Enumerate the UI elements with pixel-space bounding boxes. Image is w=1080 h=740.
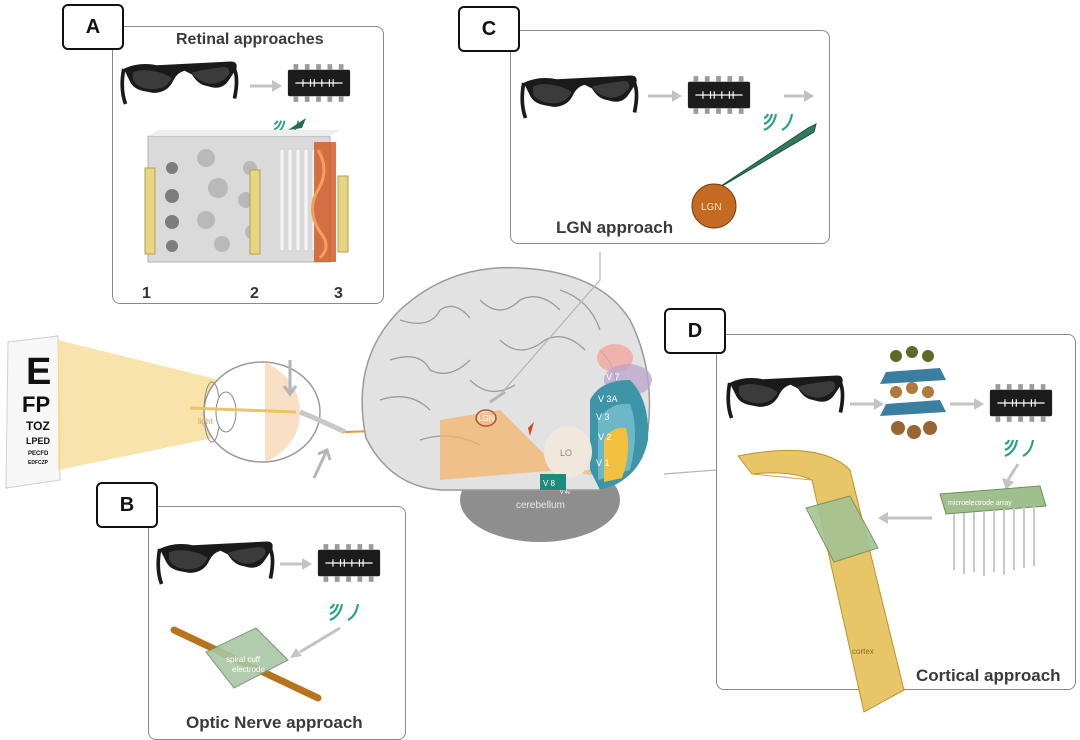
wireless-signal-icon (1003, 438, 1035, 458)
panel-a-title: Retinal approaches (176, 31, 324, 48)
depth-electrode (711, 123, 817, 193)
retinal-site-3: 3 (334, 285, 343, 302)
light-beam (58, 340, 300, 470)
panel-lgn (510, 30, 830, 244)
brain-label-v8: V 8 (543, 479, 556, 488)
eye-chart-row-3: TOZ (26, 419, 50, 433)
neural-network-model (880, 346, 946, 439)
panel-b-title: Optic Nerve approach (186, 713, 363, 732)
brain-label-lgn: LGN (478, 414, 495, 423)
panel-d-title: Cortical approach (916, 666, 1061, 685)
eye-chart-row-6: EDFCZP (28, 460, 49, 466)
microelectrode-array-label: microelectrode array (948, 500, 1012, 507)
panel-letter-c: C (458, 6, 520, 52)
processor-chip-icon (989, 384, 1053, 422)
spiral-cuff-electrode (205, 627, 289, 689)
brain-label-v2: V 2 (598, 432, 612, 442)
spiral-cuff-label-2: electrode (232, 665, 265, 674)
lgn-target (691, 183, 737, 229)
retinal-site-2: 2 (250, 285, 259, 302)
retinal-site-1: 1 (142, 285, 151, 302)
panel-letter-d: D (664, 308, 726, 354)
brain-label-lo: LO (560, 448, 572, 458)
sunglasses-camera-icon (726, 373, 845, 420)
eye-chart-row-2: FP (22, 392, 50, 417)
retina-cross-section (144, 118, 349, 263)
spiral-cuff-label-1: spiral cuff (226, 655, 261, 664)
light-label: light (198, 417, 213, 426)
brain-label-v1: V 1 (596, 458, 610, 468)
microelectrode-array (939, 485, 1047, 576)
brain-label-v4v: V 4v (560, 490, 571, 496)
eye-chart-row-1: E (26, 351, 51, 393)
cortex-slab (737, 449, 905, 713)
brain-label-v3: V 3 (596, 412, 610, 422)
eye-chart-row-5: PECFD (28, 451, 49, 457)
implanted-array (805, 495, 879, 563)
cortex-label: cortex (852, 647, 874, 656)
panel-c-title: LGN approach (556, 218, 674, 237)
lgn-target-label: LGN (701, 202, 722, 213)
panel-letter-b: B (96, 482, 158, 528)
brain-label-v7: V 7 (606, 372, 620, 382)
brain-label-cerebellum: cerebellum (516, 500, 565, 511)
temporal-lobe-pathway (440, 410, 560, 480)
panel-optic-nerve (148, 506, 406, 740)
eye-chart-row-4: LPED (26, 436, 51, 446)
panel-letter-a: A (62, 4, 124, 50)
brain-label-v3a: V 3A (598, 394, 618, 404)
